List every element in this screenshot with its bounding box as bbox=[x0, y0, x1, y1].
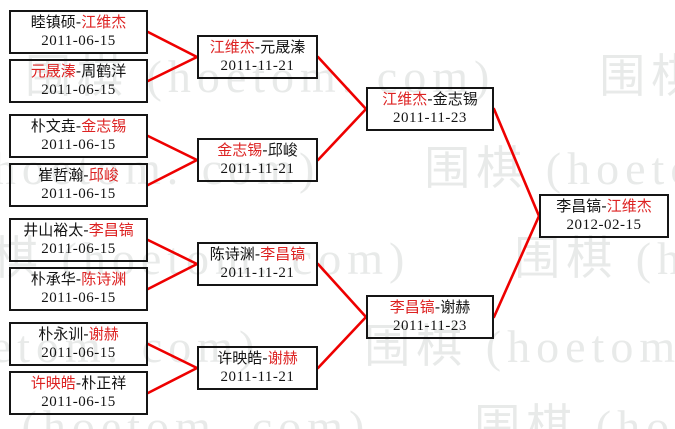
match-box-round2-1: 江维杰-元晟溱 2011-11-21 bbox=[197, 35, 318, 79]
player-name: 崔哲瀚 bbox=[38, 166, 84, 184]
match-box-round1-7: 朴永训-谢赫 2011-06-15 bbox=[9, 322, 148, 366]
vs-dash: - bbox=[75, 270, 82, 288]
vs-dash: - bbox=[254, 38, 261, 56]
player-name: 朴正祥 bbox=[81, 374, 127, 392]
player-name: 金志锡 bbox=[217, 141, 263, 159]
player-name: 金志锡 bbox=[81, 117, 127, 135]
match-box-semifinal-1: 江维杰-金志锡 2011-11-23 bbox=[366, 87, 494, 131]
vs-dash: - bbox=[427, 90, 433, 108]
player-name: 谢赫 bbox=[267, 349, 298, 367]
watermark-row: 围棋 (hoetom. com) 围棋 (hoetom. com) 围棋 (ho… bbox=[0, 401, 675, 429]
player-name: 陈诗渊 bbox=[209, 245, 255, 263]
player-name: 江维杰 bbox=[209, 38, 255, 56]
player-name: 谢赫 bbox=[88, 325, 119, 343]
match-date: 2011-11-21 bbox=[220, 369, 295, 385]
vs-dash: - bbox=[75, 13, 82, 31]
match-players: 井山裕太-李昌镐 bbox=[23, 221, 133, 240]
match-date: 2011-06-15 bbox=[41, 33, 116, 49]
match-players: 江维杰-金志锡 bbox=[382, 90, 477, 109]
match-box-round2-4: 许映皓-谢赫 2011-11-21 bbox=[197, 346, 318, 390]
vs-dash: - bbox=[83, 325, 89, 343]
vs-dash: - bbox=[75, 62, 82, 80]
player-name: 睦镇硕 bbox=[30, 13, 76, 31]
match-players: 许映皓-朴正祥 bbox=[31, 374, 126, 393]
vs-dash: - bbox=[83, 221, 89, 239]
match-players: 江维杰-元晟溱 bbox=[210, 38, 305, 57]
player-name: 元晟溱 bbox=[30, 62, 76, 80]
match-players: 金志锡-邱峻 bbox=[217, 141, 297, 160]
match-box-round1-6: 朴承华-陈诗渊 2011-06-15 bbox=[9, 267, 148, 311]
match-players: 李昌镐-江维杰 bbox=[556, 197, 651, 216]
match-date: 2011-06-15 bbox=[41, 186, 116, 202]
player-name: 朴承华 bbox=[30, 270, 76, 288]
match-players: 许映皓-谢赫 bbox=[217, 349, 297, 368]
player-name: 江维杰 bbox=[382, 90, 428, 108]
vs-dash: - bbox=[75, 117, 82, 135]
vs-dash: - bbox=[75, 374, 82, 392]
match-date: 2011-11-21 bbox=[220, 265, 295, 281]
match-players: 元晟溱-周鹤洋 bbox=[31, 62, 126, 81]
match-box-semifinal-2: 李昌镐-谢赫 2011-11-23 bbox=[366, 295, 494, 339]
match-box-round1-4: 崔哲瀚-邱峻 2011-06-15 bbox=[9, 163, 148, 207]
player-name: 李昌镐 bbox=[556, 197, 602, 215]
match-box-round1-5: 井山裕太-李昌镐 2011-06-15 bbox=[9, 218, 148, 262]
vs-dash: - bbox=[254, 245, 261, 263]
match-date: 2011-06-15 bbox=[41, 394, 116, 410]
vs-dash: - bbox=[262, 141, 268, 159]
match-date: 2012-02-15 bbox=[566, 217, 642, 233]
player-name: 许映皓 bbox=[30, 374, 76, 392]
match-box-round1-2: 元晟溱-周鹤洋 2011-06-15 bbox=[9, 59, 148, 103]
player-name: 谢赫 bbox=[440, 298, 471, 316]
match-players: 睦镇硕-江维杰 bbox=[31, 13, 126, 32]
player-name: 邱峻 bbox=[267, 141, 298, 159]
player-name: 周鹤洋 bbox=[81, 62, 127, 80]
player-name: 许映皓 bbox=[217, 349, 263, 367]
vs-dash: - bbox=[434, 298, 441, 316]
match-date: 2011-11-23 bbox=[393, 318, 467, 334]
vs-dash: - bbox=[83, 166, 89, 184]
match-date: 2011-06-15 bbox=[41, 137, 116, 153]
match-date: 2011-06-15 bbox=[41, 290, 116, 306]
match-box-round2-3: 陈诗渊-李昌镐 2011-11-21 bbox=[197, 242, 318, 286]
match-players: 陈诗渊-李昌镐 bbox=[210, 245, 305, 264]
match-box-round1-3: 朴文垚-金志锡 2011-06-15 bbox=[9, 114, 148, 158]
vs-dash: - bbox=[601, 197, 607, 215]
match-players: 朴永训-谢赫 bbox=[38, 325, 118, 344]
vs-dash: - bbox=[262, 349, 268, 367]
player-name: 元晟溱 bbox=[260, 38, 306, 56]
match-box-round1-1: 睦镇硕-江维杰 2011-06-15 bbox=[9, 10, 148, 54]
match-players: 朴承华-陈诗渊 bbox=[31, 270, 126, 289]
match-box-final: 李昌镐-江维杰 2012-02-15 bbox=[539, 194, 669, 238]
player-name: 李昌镐 bbox=[389, 298, 435, 316]
match-date: 2011-11-21 bbox=[220, 58, 295, 74]
match-box-round2-2: 金志锡-邱峻 2011-11-21 bbox=[197, 138, 318, 182]
match-players: 李昌镐-谢赫 bbox=[390, 298, 470, 317]
match-players: 朴文垚-金志锡 bbox=[31, 117, 126, 136]
match-date: 2011-11-23 bbox=[393, 110, 467, 126]
match-date: 2011-06-15 bbox=[41, 241, 116, 257]
match-players: 崔哲瀚-邱峻 bbox=[38, 166, 118, 185]
match-box-round1-8: 许映皓-朴正祥 2011-06-15 bbox=[9, 371, 148, 415]
player-name: 邱峻 bbox=[88, 166, 119, 184]
player-name: 朴文垚 bbox=[30, 117, 76, 135]
player-name: 陈诗渊 bbox=[81, 270, 127, 288]
player-name: 井山裕太 bbox=[23, 221, 84, 239]
player-name: 朴永训 bbox=[38, 325, 84, 343]
player-name: 江维杰 bbox=[606, 197, 652, 215]
player-name: 江维杰 bbox=[81, 13, 127, 31]
match-date: 2011-06-15 bbox=[41, 345, 116, 361]
player-name: 金志锡 bbox=[432, 90, 478, 108]
match-date: 2011-06-15 bbox=[41, 82, 116, 98]
match-date: 2011-11-21 bbox=[220, 161, 295, 177]
player-name: 李昌镐 bbox=[88, 221, 134, 239]
player-name: 李昌镐 bbox=[260, 245, 306, 263]
